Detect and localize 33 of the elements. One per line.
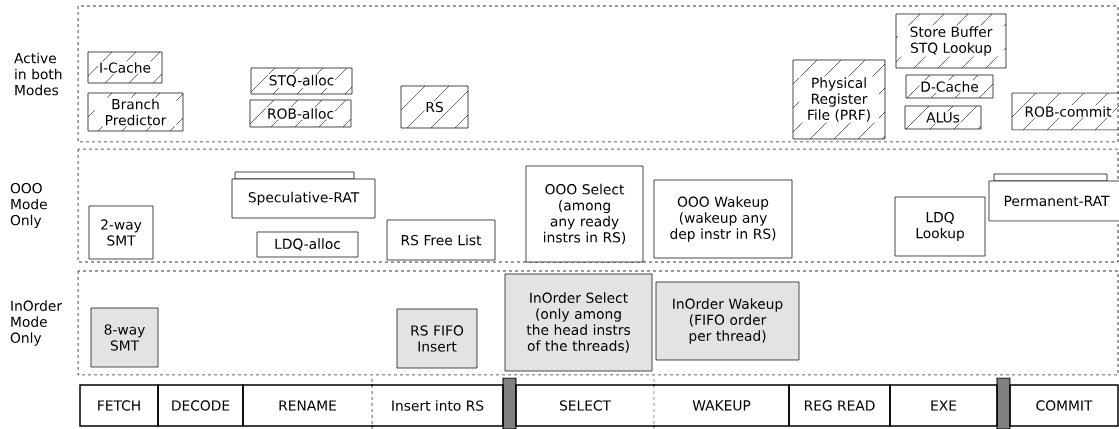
unit-box: OOO Select (among any ready instrs in RS) (525, 165, 644, 263)
hatched-unit-box: D-Cache (905, 74, 994, 99)
unit-box: LDQ-alloc (256, 231, 359, 258)
unit-box: LDQ Lookup (894, 196, 986, 257)
unit-box: InOrder Wakeup (FIFO order per thread) (655, 281, 800, 361)
pipeline-stage: FETCH (79, 384, 159, 427)
pipeline-stage: REG READ (788, 384, 891, 427)
pipeline-stage: DECODE (157, 384, 244, 427)
hatched-unit-box: ALUs (904, 105, 982, 130)
unit-box: RS FIFO Insert (396, 308, 478, 369)
hatched-unit-box: Store Buffer STQ Lookup (895, 13, 1007, 69)
node-label: Active in both Modes (14, 52, 62, 96)
unit-box: Permanent-RAT (988, 173, 1119, 222)
pipeline-stage: COMMIT (1009, 384, 1119, 427)
pipeline-stage: SELECT (515, 384, 655, 427)
hatched-unit-box: ROB-commit (1011, 92, 1119, 131)
unit-box: InOrder Select (only among the head instrs of the threads) (504, 273, 653, 372)
pipeline-stage: RENAME (242, 384, 373, 427)
node-label: InOrder Mode Only (10, 300, 63, 346)
hatched-unit-box: Branch Predictor (87, 92, 184, 132)
unit-box: Speculative-RAT (231, 171, 376, 219)
pipeline-stage: EXE (889, 384, 998, 427)
hatched-unit-box: I-Cache (87, 51, 163, 84)
unit-box: 8-way SMT (90, 307, 159, 368)
unit-box: 2-way SMT (88, 205, 154, 260)
hatched-unit-box: ROB-alloc (249, 99, 352, 128)
hatched-unit-box: STQ-alloc (250, 67, 353, 95)
node-label: OOO Mode Only (10, 182, 47, 229)
pipeline-stage: Insert into RS (371, 384, 504, 427)
unit-box: OOO Wakeup (wakeup any dep instr in RS) (653, 179, 793, 259)
pipeline-stage: WAKEUP (653, 384, 790, 427)
hatched-unit-box: RS (400, 85, 469, 129)
unit-box: RS Free List (386, 219, 496, 261)
